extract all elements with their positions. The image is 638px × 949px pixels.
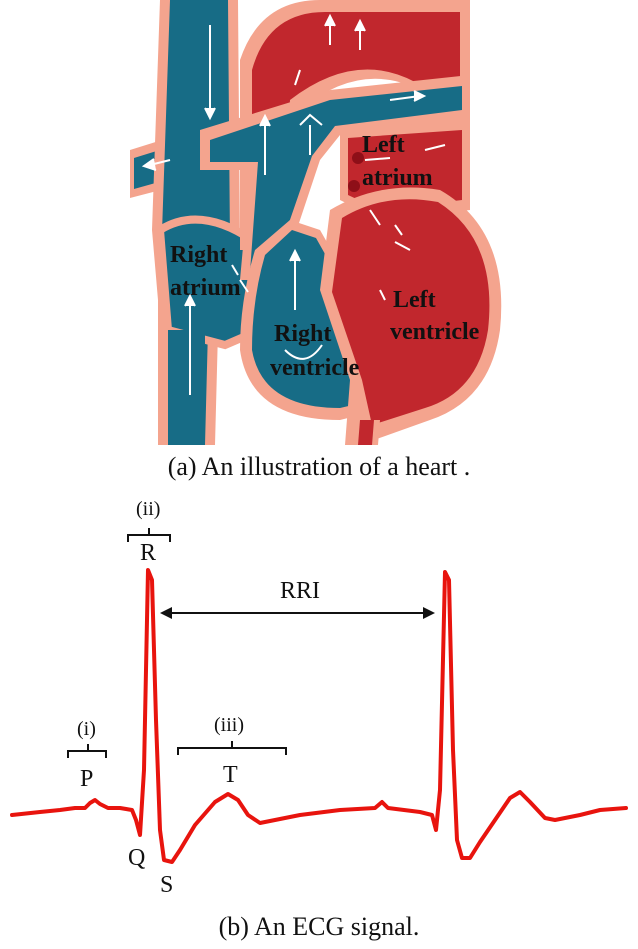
label-T: T — [223, 762, 238, 788]
right-ventricle-label-line2: ventricle — [270, 355, 360, 381]
right-ventricle-label-line1: Right — [274, 321, 331, 347]
left-atrium-label-line1: Left — [362, 132, 405, 158]
label-i: (i) — [77, 718, 96, 740]
heart-caption: (a) An illustration of a heart . — [0, 452, 638, 482]
ecg-caption: (b) An ECG signal. — [0, 912, 638, 942]
right-atrium-label-line1: Right — [170, 242, 227, 268]
label-ii: (ii) — [136, 498, 160, 520]
ecg-figure: RRI (ii) R (i) P (iii) T Q S — [0, 490, 638, 900]
right-atrium-label-line2: atrium — [170, 275, 241, 301]
rri-label: RRI — [280, 578, 320, 604]
rri-arrow — [160, 607, 435, 619]
left-ventricle-label-line1: Left — [393, 287, 436, 313]
label-iii: (iii) — [214, 714, 244, 736]
label-P: P — [80, 766, 93, 792]
bracket-iii — [178, 741, 286, 755]
label-R: R — [140, 540, 156, 566]
left-ventricle-label-line2: ventricle — [390, 319, 480, 345]
label-Q: Q — [128, 845, 145, 871]
left-atrium-label-line2: atrium — [362, 165, 433, 191]
bracket-i — [68, 744, 106, 758]
label-S: S — [160, 872, 173, 898]
heart-illustration: Left atrium Right atrium Left ventricle … — [0, 0, 638, 450]
